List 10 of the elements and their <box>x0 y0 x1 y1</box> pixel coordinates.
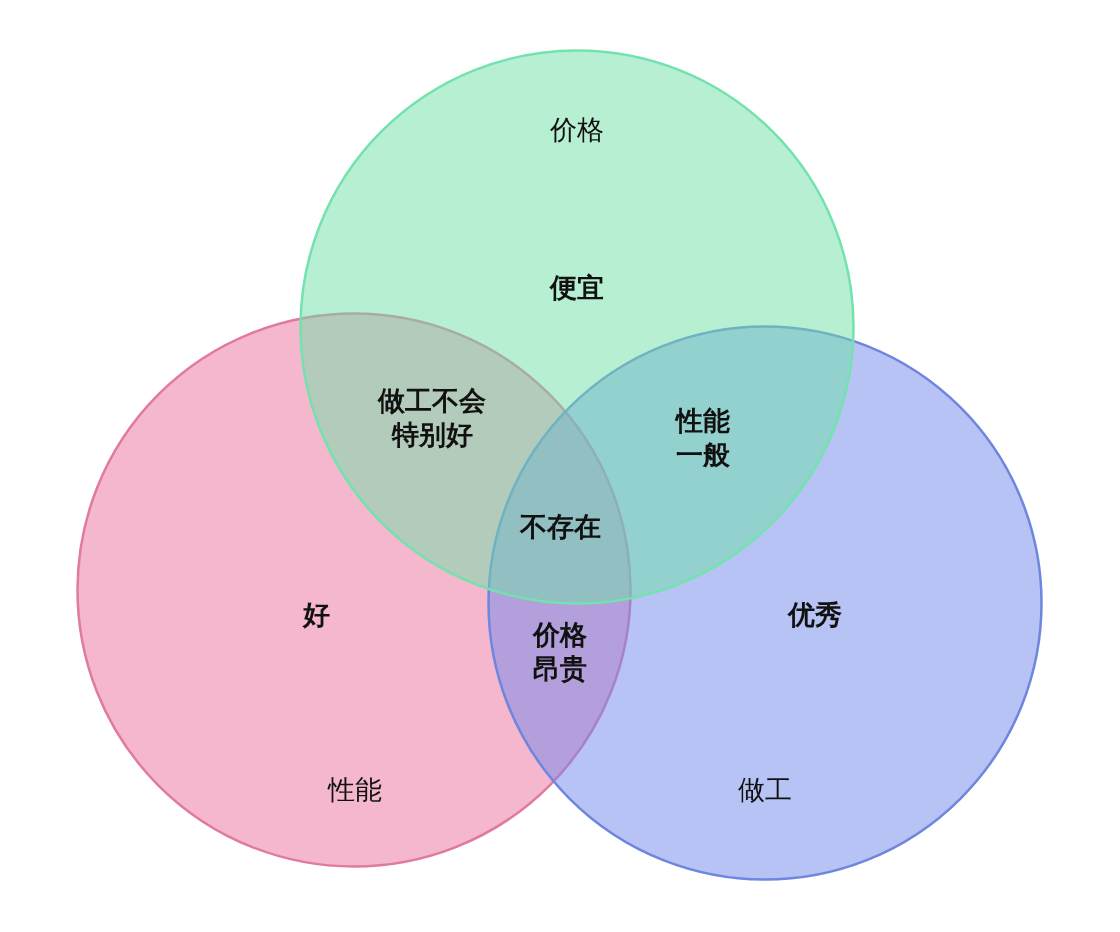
set-title: 性能 <box>328 773 382 807</box>
region-label: 价格昂贵 <box>531 618 588 686</box>
region-label: 好 <box>302 598 330 632</box>
region-label: 不存在 <box>518 510 602 544</box>
set-title: 做工 <box>738 773 792 807</box>
set-title: 价格 <box>550 113 604 147</box>
region-label: 便宜 <box>550 271 604 305</box>
region-label: 性能一般 <box>674 404 731 472</box>
region-label: 做工不会特别好 <box>376 384 487 452</box>
region-label: 优秀 <box>788 598 842 632</box>
